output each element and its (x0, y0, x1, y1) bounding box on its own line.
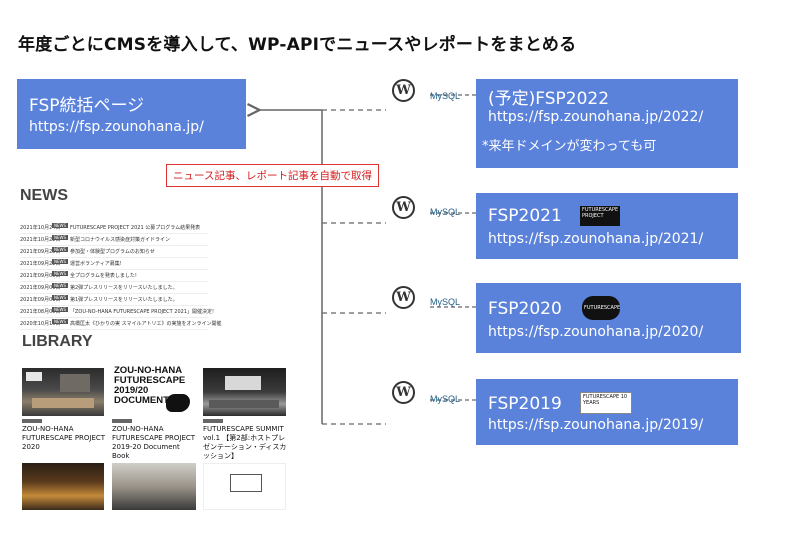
news-date: 2021年10月22日 (20, 237, 61, 243)
site-box-2019: FSP2019 FUTURESCAPE 10 YEARS https://fsp… (476, 379, 738, 445)
news-tag: NEWS (52, 295, 69, 300)
main-site-url: https://fsp.zounohana.jp/ (29, 119, 204, 135)
site-name: FSP2021 (488, 206, 562, 226)
library-thumbnail-photo[interactable] (22, 463, 104, 510)
mysql-icon: MySQL (430, 91, 461, 101)
site-name: (予定)FSP2022 (488, 89, 610, 109)
mysql-icon: MySQL (430, 207, 461, 217)
news-title: 高橋匡太《ひかりの実 スマイルアトリエ》の実施をオンライン開催 (70, 321, 222, 327)
site-box-2020: FSP2020 FUTURESCAPE https://fsp.zounohan… (476, 283, 741, 353)
news-tag: NEWS (52, 271, 69, 276)
news-date: 2021年09月28日 (20, 249, 61, 255)
news-date: 2021年09月01日 (20, 297, 61, 303)
mysql-icon: MySQL (430, 394, 461, 404)
site-name: FSP2020 (488, 299, 562, 319)
library-thumbnail-logo[interactable] (203, 463, 286, 510)
news-tag: NEWS (52, 283, 69, 288)
wordpress-icon: W (392, 381, 415, 404)
news-title: 第2弾プレスリリースをリリースいたしました。 (70, 285, 178, 291)
site-box-2021: FSP2021 FUTURESCAPE PROJECT https://fsp.… (476, 193, 738, 259)
site-logo-2020: FUTURESCAPE (582, 296, 620, 320)
site-url: https://fsp.zounohana.jp/2022/ (488, 109, 704, 125)
book-cover-text: ZOU-NO-HANA FUTURESCAPE 2019/20 DOCUMENT (114, 365, 186, 406)
news-tag: NEWS (52, 307, 69, 312)
news-title: 第1弾プレスリリースをリリースいたしました。 (70, 297, 178, 303)
news-tag: NEWS (52, 319, 69, 324)
news-date: 2021年09月22日 (20, 261, 61, 267)
book-blob-graphic (166, 394, 190, 412)
library-tag (22, 419, 42, 423)
aggregate-label: ニュース記事、レポート記事を自動で取得 (166, 164, 379, 187)
library-thumbnail-photo[interactable] (112, 463, 196, 510)
news-title: 参加型・体験型プログラムのお知らせ (70, 249, 155, 255)
library-caption: ZOU-NO-HANA FUTURESCAPE PROJECT 2020 (22, 425, 106, 451)
news-date: 2021年10月24日 (20, 225, 61, 231)
page-title: 年度ごとにCMSを導入して、WP-APIでニュースやレポートをまとめる (18, 35, 577, 55)
library-caption: ZOU-NO-HANA FUTURESCAPE PROJECT 2019-20 … (112, 425, 196, 460)
news-tag: NEWS (52, 235, 69, 240)
site-url: https://fsp.zounohana.jp/2019/ (488, 417, 704, 433)
news-date: 2021年08月05日 (20, 309, 61, 315)
library-tag (203, 419, 223, 423)
news-title: 全プログラムを発表しました! (70, 273, 137, 279)
news-title: 新型コロナウイルス感染症対策ガイドライン (70, 237, 171, 243)
site-logo-2021: FUTURESCAPE PROJECT (580, 206, 620, 226)
news-heading: NEWS (20, 187, 68, 204)
main-site-box: FSP統括ページ https://fsp.zounohana.jp/ (17, 79, 246, 149)
library-thumbnail-book[interactable]: ZOU-NO-HANA FUTURESCAPE 2019/20 DOCUMENT (112, 366, 196, 416)
site-name: FSP2019 (488, 394, 562, 414)
wordpress-icon: W (392, 196, 415, 219)
site-box-2022: (予定)FSP2022 https://fsp.zounohana.jp/202… (476, 79, 738, 168)
main-site-name: FSP統括ページ (29, 96, 145, 116)
library-heading: LIBRARY (22, 333, 93, 350)
library-caption: FUTURESCAPE SUMMIT vol.1 【第2部:ホストプレゼンテーシ… (203, 425, 287, 460)
news-tag: NEWS (52, 259, 69, 264)
site-logo-2019: FUTURESCAPE 10 YEARS (580, 392, 632, 414)
news-title: FUTURESCAPE PROJECT 2021 公募プログラム結果発表 (70, 225, 201, 231)
wordpress-icon: W (392, 286, 415, 309)
site-url: https://fsp.zounohana.jp/2021/ (488, 231, 704, 247)
news-tag: NEWS (52, 223, 69, 228)
library-thumbnail-photo[interactable] (22, 368, 104, 416)
library-thumbnail-photo[interactable] (203, 368, 286, 416)
wordpress-icon: W (392, 79, 415, 102)
site-url: https://fsp.zounohana.jp/2020/ (488, 324, 704, 340)
news-date: 2021年09月06日 (20, 285, 61, 291)
library-tag (112, 419, 132, 423)
site-note: *来年ドメインが変わっても可 (482, 139, 657, 154)
news-date: 2021年09月09日 (20, 273, 61, 279)
mysql-icon: MySQL (430, 297, 461, 307)
news-date: 2020年10月16日 (20, 321, 61, 327)
news-title: 運営ボランティア募集! (70, 261, 122, 267)
news-title: 「ZOU-NO-HANA FUTURESCAPE PROJECT 2021」開催… (70, 309, 215, 315)
news-tag: NEWS (52, 247, 69, 252)
